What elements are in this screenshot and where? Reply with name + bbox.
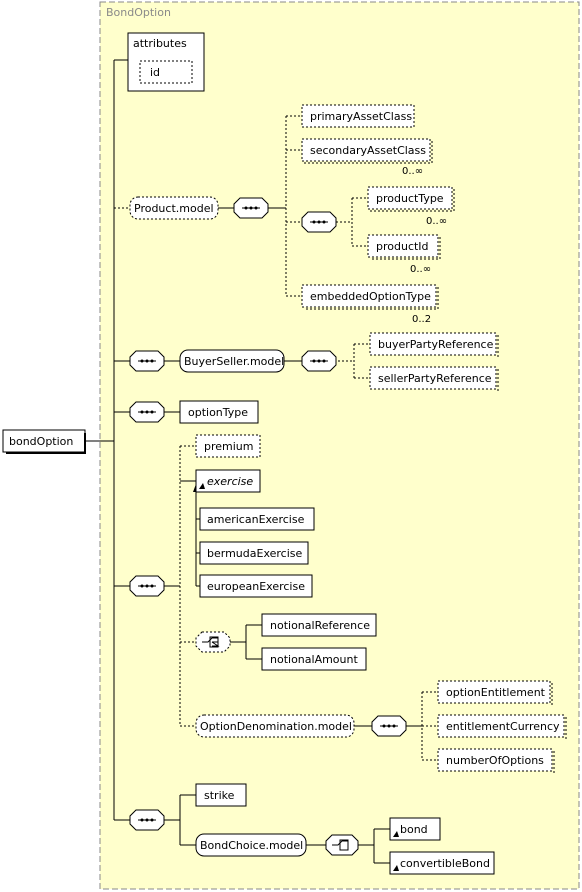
option-type-label[interactable]: optionType <box>188 406 249 419</box>
embedded-option-type-label[interactable]: embeddedOptionType <box>310 290 431 303</box>
seller-party-reference-label[interactable]: sellerPartyReference <box>378 372 492 385</box>
attribute-id-label[interactable]: id <box>150 66 161 79</box>
embedded-option-type-occurrence: 0..2 <box>412 314 432 325</box>
group-title: BondOption <box>106 6 171 19</box>
product-type-occurrence: 0..∞ <box>426 216 448 227</box>
american-exercise-label[interactable]: americanExercise <box>207 513 305 526</box>
product-id-label[interactable]: productId <box>376 240 429 253</box>
multi-occurrence-shadows <box>304 141 567 773</box>
product-model-box[interactable] <box>129 196 219 220</box>
secondary-asset-class-occurrence: 0..∞ <box>402 166 424 177</box>
root-element-label[interactable]: bondOption <box>9 435 74 448</box>
attribute-id-box[interactable] <box>139 60 193 84</box>
element-boxes <box>179 104 565 875</box>
buyer-seller-model-box[interactable] <box>179 349 285 373</box>
buyer-seller-model-label[interactable]: BuyerSeller.model <box>184 355 285 368</box>
convertible-bond-label[interactable]: convertibleBond <box>400 857 490 870</box>
product-type-label[interactable]: productType <box>376 192 444 205</box>
number-of-options-label[interactable]: numberOfOptions <box>446 754 544 767</box>
attributes-label: attributes <box>133 37 187 50</box>
notional-reference-label[interactable]: notionalReference <box>270 619 370 632</box>
notional-amount-label[interactable]: notionalAmount <box>270 653 358 666</box>
option-entitlement-label[interactable]: optionEntitlement <box>446 686 545 699</box>
buyer-party-reference-label[interactable]: buyerPartyReference <box>378 338 494 351</box>
compositor-dots <box>138 206 398 822</box>
reference-arrows <box>199 483 399 871</box>
european-exercise-label[interactable]: europeanExercise <box>207 580 305 593</box>
bond-choice-model-box[interactable] <box>195 833 307 857</box>
premium-label[interactable]: premium <box>204 440 254 453</box>
product-model-label[interactable]: Product.model <box>134 202 214 215</box>
bond-choice-model-label[interactable]: BondChoice.model <box>200 839 304 852</box>
primary-asset-class-label[interactable]: primaryAssetClass <box>310 110 413 123</box>
choice-compositors <box>195 631 359 856</box>
secondary-asset-class-label[interactable]: secondaryAssetClass <box>310 144 427 157</box>
bermuda-exercise-label[interactable]: bermudaExercise <box>207 547 303 560</box>
exercise-label[interactable]: exercise <box>207 475 254 488</box>
option-denomination-model-box[interactable] <box>195 714 355 738</box>
option-denomination-model-label[interactable]: OptionDenomination.model <box>200 720 352 733</box>
connector-lines <box>86 59 422 864</box>
product-id-occurrence: 0..∞ <box>410 264 432 275</box>
entitlement-currency-label[interactable]: entitlementCurrency <box>446 720 560 733</box>
strike-label[interactable]: strike <box>204 789 235 802</box>
optional-connector-lines <box>114 115 438 761</box>
bond-label[interactable]: bond <box>400 823 428 836</box>
